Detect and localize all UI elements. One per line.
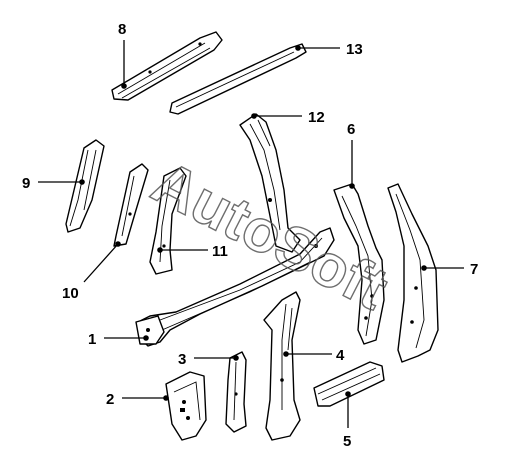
callout-13: 13 bbox=[346, 41, 363, 58]
part-8-roof-rail-front bbox=[111, 31, 223, 101]
part-13-roof-rail bbox=[169, 43, 307, 115]
callout-7: 7 bbox=[470, 261, 478, 278]
callout-12: 12 bbox=[308, 109, 325, 126]
callout-6: 6 bbox=[347, 121, 355, 138]
callout-8: 8 bbox=[118, 21, 126, 38]
callout-10: 10 bbox=[62, 285, 79, 302]
part-1-sill-rocker bbox=[135, 227, 335, 347]
part-5-rail-section bbox=[313, 361, 385, 407]
callout-5: 5 bbox=[343, 433, 351, 450]
callout-2: 2 bbox=[106, 391, 114, 408]
part-7-c-pillar bbox=[387, 183, 439, 363]
callout-labels: 8 13 12 6 9 10 11 7 1 3 4 2 5 bbox=[22, 21, 478, 450]
part-6-b-pillar bbox=[333, 183, 385, 345]
part-10-narrow-pillar bbox=[113, 163, 149, 247]
callout-leaders bbox=[38, 40, 464, 428]
callout-9: 9 bbox=[22, 175, 30, 192]
part-2-bracket bbox=[165, 371, 207, 441]
callout-11: 11 bbox=[212, 243, 228, 260]
callout-1: 1 bbox=[88, 331, 96, 348]
part-3-pillar-reinforcement bbox=[225, 351, 247, 433]
part-12-a-pillar bbox=[239, 113, 301, 253]
callout-4: 4 bbox=[336, 347, 345, 364]
part-4-center-pillar-lower bbox=[263, 291, 301, 441]
part-9-pillar-trim bbox=[65, 139, 105, 233]
callout-3: 3 bbox=[178, 351, 186, 368]
